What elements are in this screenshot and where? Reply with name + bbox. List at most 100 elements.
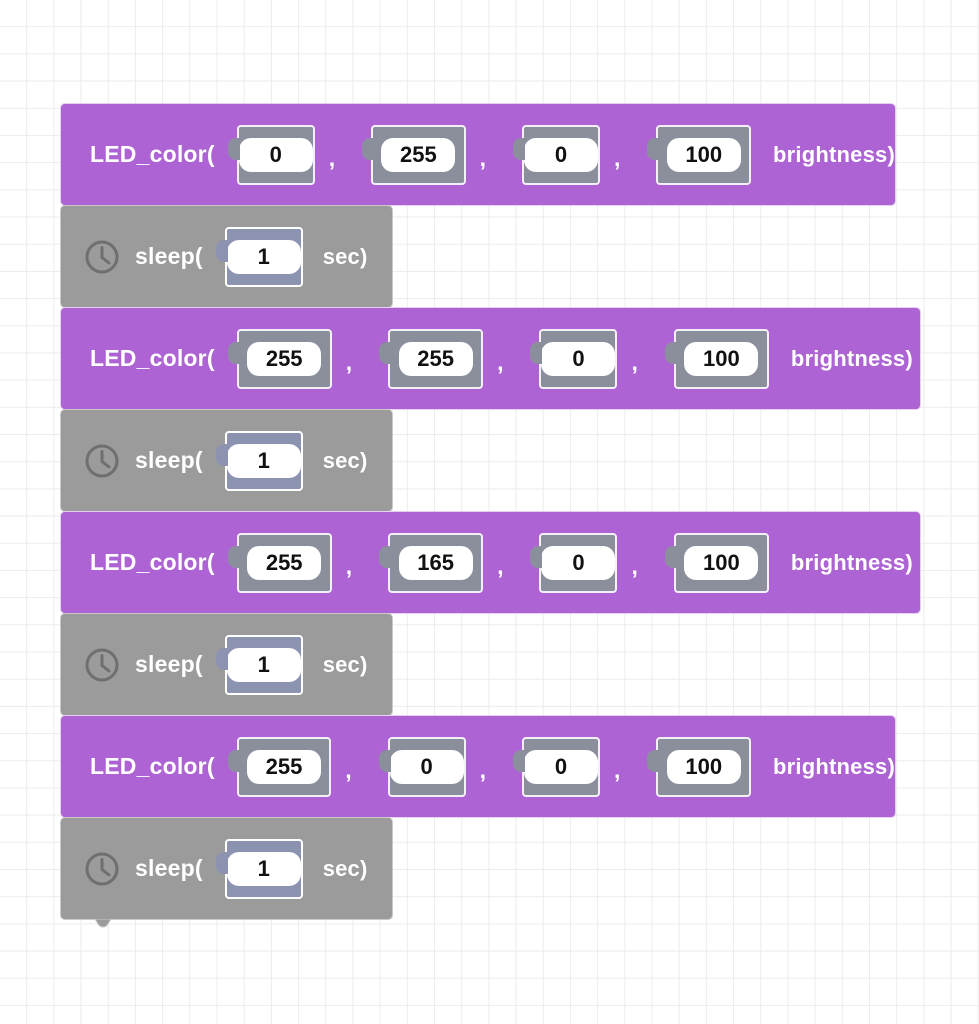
socket-brightness[interactable]: 100 bbox=[664, 328, 769, 389]
block-label-suffix: sec) bbox=[322, 447, 368, 473]
block-sleep-3[interactable]: sleep( 1 sec) bbox=[60, 613, 393, 724]
socket-green[interactable]: 165 bbox=[379, 532, 484, 593]
socket-blue[interactable]: 0 bbox=[513, 124, 601, 185]
field-blue-value[interactable]: 0 bbox=[524, 749, 599, 784]
field-green-value[interactable]: 165 bbox=[398, 545, 473, 580]
field-brightness-value[interactable]: 100 bbox=[684, 341, 759, 376]
socket-red[interactable]: 255 bbox=[227, 532, 332, 593]
block-label-prefix: sleep( bbox=[135, 855, 203, 881]
socket-seconds[interactable]: 1 bbox=[215, 226, 303, 287]
socket-tab-icon bbox=[378, 749, 391, 772]
block-label-prefix: sleep( bbox=[135, 243, 203, 269]
socket-seconds[interactable]: 1 bbox=[215, 430, 303, 491]
field-brightness-value[interactable]: 100 bbox=[684, 545, 759, 580]
field-green-value[interactable]: 255 bbox=[398, 341, 473, 376]
socket-brightness[interactable]: 100 bbox=[664, 532, 769, 593]
socket-green[interactable]: 255 bbox=[362, 124, 466, 185]
socket-blue[interactable]: 0 bbox=[530, 328, 618, 389]
socket-green[interactable]: 0 bbox=[378, 736, 466, 797]
socket-green[interactable]: 255 bbox=[379, 328, 484, 389]
socket-tab-icon bbox=[513, 137, 526, 160]
block-label-suffix: sec) bbox=[322, 855, 368, 881]
field-blue-value[interactable]: 0 bbox=[541, 341, 616, 376]
block-label-suffix: sec) bbox=[322, 651, 368, 677]
socket-tab-icon bbox=[215, 239, 228, 262]
socket-tab-icon bbox=[664, 545, 677, 568]
socket-red[interactable]: 255 bbox=[227, 736, 332, 797]
clock-icon bbox=[85, 852, 119, 885]
socket-blue[interactable]: 0 bbox=[513, 736, 601, 797]
field-seconds-value[interactable]: 1 bbox=[226, 851, 301, 886]
field-seconds-value[interactable]: 1 bbox=[226, 647, 301, 682]
clock-icon bbox=[85, 444, 119, 477]
field-red-value[interactable]: 255 bbox=[246, 749, 321, 784]
block-notch-top bbox=[83, 103, 123, 112]
arg-separator: , bbox=[631, 553, 638, 579]
socket-tab-icon bbox=[362, 137, 375, 160]
block-sleep-4[interactable]: sleep( 1 sec) bbox=[60, 817, 393, 928]
arg-separator: , bbox=[345, 553, 353, 579]
socket-brightness[interactable]: 100 bbox=[647, 124, 751, 185]
socket-blue[interactable]: 0 bbox=[530, 532, 618, 593]
socket-tab-icon bbox=[513, 749, 526, 772]
field-seconds-value[interactable]: 1 bbox=[226, 239, 301, 274]
field-red-value[interactable]: 0 bbox=[238, 137, 313, 172]
clock-icon bbox=[85, 240, 119, 273]
arg-separator: , bbox=[614, 145, 621, 171]
socket-tab-icon bbox=[379, 341, 392, 364]
arg-separator: , bbox=[328, 145, 336, 171]
arg-separator: , bbox=[345, 349, 353, 375]
arg-separator: , bbox=[479, 757, 487, 783]
socket-seconds[interactable]: 1 bbox=[215, 634, 303, 695]
socket-tab-icon bbox=[647, 137, 660, 160]
socket-tab-icon bbox=[227, 545, 240, 568]
block-sleep-1[interactable]: sleep( 1 sec) bbox=[60, 205, 393, 316]
arg-separator: , bbox=[345, 757, 352, 783]
socket-tab-icon bbox=[215, 647, 228, 670]
block-label-prefix: sleep( bbox=[135, 447, 203, 473]
arg-separator: , bbox=[614, 757, 621, 783]
block-label-suffix: brightness) bbox=[790, 345, 913, 371]
block-label-prefix: LED_color( bbox=[90, 345, 215, 371]
block-label-prefix: LED_color( bbox=[90, 141, 215, 167]
field-red-value[interactable]: 255 bbox=[247, 341, 322, 376]
arg-separator: , bbox=[497, 349, 504, 375]
socket-tab-icon bbox=[530, 341, 543, 364]
block-label-suffix: brightness) bbox=[772, 753, 895, 779]
block-label-suffix: sec) bbox=[322, 243, 368, 269]
block-label-prefix: LED_color( bbox=[90, 549, 215, 575]
socket-tab-icon bbox=[647, 749, 660, 772]
block-led-color-1[interactable]: LED_color( 0 , 255 , 0 , 100 brightness) bbox=[60, 103, 896, 214]
socket-tab-icon bbox=[379, 545, 392, 568]
arg-separator: , bbox=[631, 349, 638, 375]
field-brightness-value[interactable]: 100 bbox=[666, 137, 741, 172]
socket-tab-icon bbox=[215, 443, 228, 466]
field-blue-value[interactable]: 0 bbox=[524, 137, 599, 172]
field-seconds-value[interactable]: 1 bbox=[226, 443, 301, 478]
socket-red[interactable]: 0 bbox=[227, 124, 315, 185]
block-led-color-2[interactable]: LED_color( 255 , 255 , 0 , 100 brightnes… bbox=[60, 307, 921, 418]
block-label-suffix: brightness) bbox=[790, 549, 913, 575]
field-red-value[interactable]: 255 bbox=[247, 545, 322, 580]
block-led-color-3[interactable]: LED_color( 255 , 165 , 0 , 100 brightnes… bbox=[60, 511, 921, 622]
block-sleep-2[interactable]: sleep( 1 sec) bbox=[60, 409, 393, 520]
socket-tab-icon bbox=[227, 137, 240, 160]
block-label-suffix: brightness) bbox=[772, 141, 895, 167]
arg-separator: , bbox=[497, 553, 504, 579]
socket-brightness[interactable]: 100 bbox=[647, 736, 751, 797]
field-green-value[interactable]: 255 bbox=[381, 137, 456, 172]
block-label-prefix: LED_color( bbox=[90, 753, 215, 779]
socket-red[interactable]: 255 bbox=[227, 328, 332, 389]
block-led-color-4[interactable]: LED_color( 255 , 0 , 0 , 100 brightness) bbox=[60, 715, 896, 826]
arg-separator: , bbox=[479, 145, 487, 171]
socket-tab-icon bbox=[664, 341, 677, 364]
block-label-prefix: sleep( bbox=[135, 651, 203, 677]
block-stack[interactable]: LED_color( 0 , 255 , 0 , 100 brightness) bbox=[60, 103, 921, 928]
socket-tab-icon bbox=[227, 341, 240, 364]
field-brightness-value[interactable]: 100 bbox=[666, 749, 741, 784]
field-green-value[interactable]: 0 bbox=[389, 749, 464, 784]
socket-tab-icon bbox=[227, 749, 240, 772]
socket-seconds[interactable]: 1 bbox=[215, 838, 303, 899]
field-blue-value[interactable]: 0 bbox=[541, 545, 616, 580]
